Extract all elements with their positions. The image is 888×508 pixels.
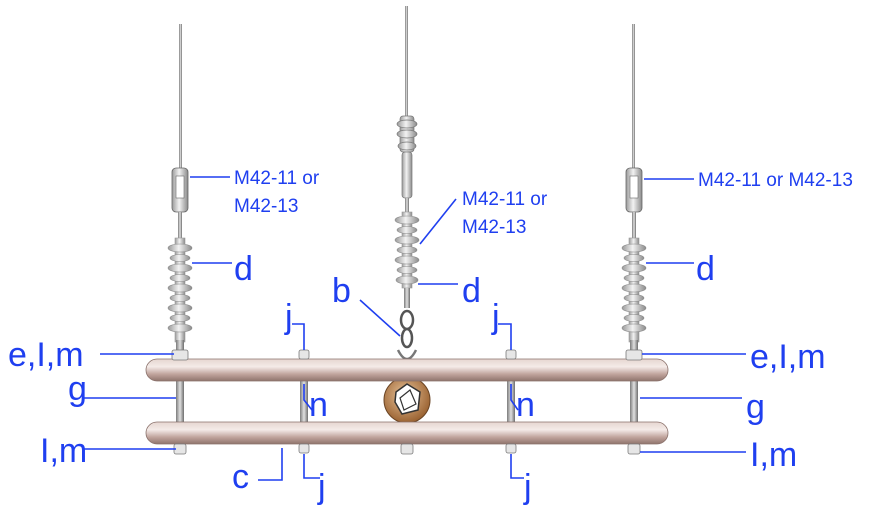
label-j-bottom-left: j bbox=[317, 468, 326, 506]
label-eim-left: e,I,m bbox=[8, 336, 84, 374]
label-part-center-line1: M42-11 or bbox=[462, 189, 548, 210]
label-part-left-line1: M42-11 or bbox=[234, 168, 320, 189]
left-bolt bbox=[176, 360, 184, 452]
label-n-right: n bbox=[516, 386, 535, 424]
label-im-left: I,m bbox=[40, 432, 87, 470]
left-conductor-wire bbox=[179, 24, 182, 170]
label-j-top-right: j bbox=[491, 298, 500, 336]
label-c: c bbox=[232, 458, 249, 496]
label-part-center-line2: M42-13 bbox=[462, 217, 526, 238]
center-chain-shackle bbox=[396, 309, 418, 361]
center-deadend-clamp bbox=[396, 115, 418, 199]
label-n-left: n bbox=[309, 386, 328, 424]
label-d-right: d bbox=[696, 250, 715, 288]
label-im-right: I,m bbox=[750, 436, 797, 474]
center-insulator bbox=[394, 211, 420, 308]
bolt-nuts bbox=[171, 349, 643, 455]
label-b: b bbox=[332, 272, 351, 310]
left-insulator bbox=[167, 237, 193, 358]
upper-crossarm-pipe bbox=[145, 358, 669, 382]
label-eim-right: e,I,m bbox=[750, 338, 826, 376]
label-d-left: d bbox=[234, 250, 253, 288]
left-phase-assembly bbox=[167, 24, 193, 452]
label-d-center: d bbox=[462, 272, 481, 310]
label-part-left-line2: M42-13 bbox=[234, 196, 298, 217]
callout-labels: M42-11 or M42-13 M42-11 or M42-13 M42-11… bbox=[8, 168, 853, 506]
right-phase-assembly bbox=[621, 24, 647, 452]
conductor-cross-section bbox=[383, 376, 431, 424]
right-insulator bbox=[621, 237, 647, 358]
label-g-right: g bbox=[746, 388, 765, 426]
right-bolt bbox=[630, 360, 638, 452]
lower-crossarm-pipe bbox=[145, 421, 669, 445]
label-j-bottom-right: j bbox=[523, 468, 532, 506]
label-j-top-left: j bbox=[284, 298, 293, 336]
right-conductor-wire bbox=[632, 24, 635, 170]
label-part-right: M42-11 or M42-13 bbox=[698, 170, 853, 191]
center-conductor-wire bbox=[405, 6, 408, 116]
leader-lines bbox=[84, 176, 746, 481]
label-g-left: g bbox=[68, 370, 87, 408]
